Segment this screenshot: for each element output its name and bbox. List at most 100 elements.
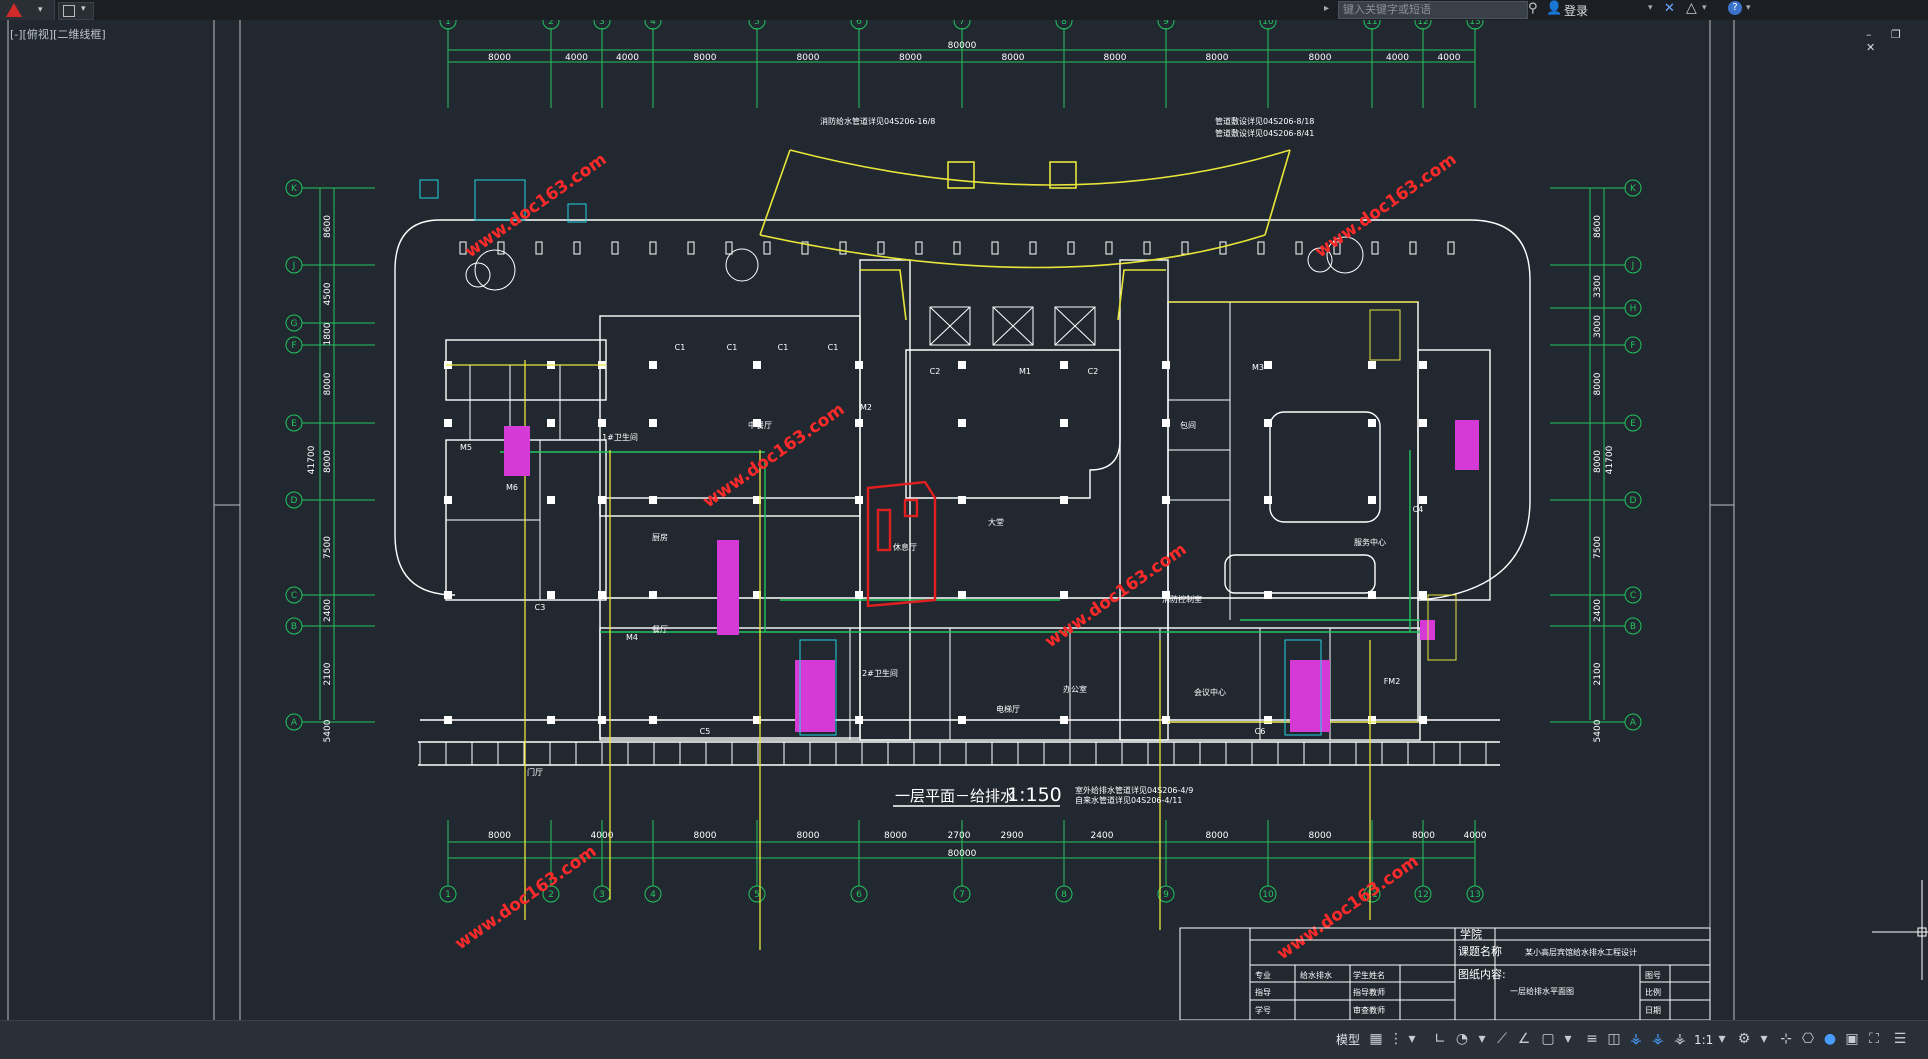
grid-bubble-right: D	[1624, 491, 1642, 509]
red-stair-element	[866, 480, 937, 608]
top-dimension: 4000	[1438, 53, 1461, 63]
model-space-toggle[interactable]: 模型	[1336, 1033, 1361, 1047]
structural-column	[753, 496, 761, 504]
door-label: C5	[700, 727, 711, 736]
drawing-window-controls[interactable]: – ❐ ✕	[1866, 28, 1909, 54]
annotation-scale-icon[interactable]: ⚶	[1674, 1031, 1686, 1047]
search-expand-icon[interactable]: ▸	[1324, 3, 1330, 14]
structural-column	[753, 716, 761, 724]
object-snap-icon[interactable]: ▢	[1541, 1031, 1555, 1047]
ortho-icon[interactable]: ∟	[1434, 1031, 1446, 1047]
structural-column	[1060, 716, 1068, 724]
right-total-dimension: 41700	[1605, 445, 1615, 474]
structural-column	[1060, 419, 1068, 427]
search-input[interactable]: 键入关键字或短语	[1338, 1, 1528, 19]
chevron-down-icon[interactable]: ▾	[1702, 3, 1707, 13]
exchange-apps-icon[interactable]: ✕	[1664, 1, 1675, 16]
grid-bubble-right: K	[1624, 179, 1642, 197]
top-dimension: 4000	[1386, 53, 1409, 63]
left-dimension: 8600	[323, 215, 333, 238]
structural-column	[649, 591, 657, 599]
left-dimension: 5400	[323, 719, 333, 742]
grid-label-left: C	[291, 591, 297, 601]
chevron-down-icon[interactable]: ▾	[1760, 1031, 1768, 1047]
structural-column	[444, 716, 452, 724]
right-dimension: 7500	[1593, 536, 1603, 559]
door-label: M2	[860, 403, 872, 412]
bottom-dimension: 4000	[1464, 831, 1487, 841]
building-walls	[394, 219, 1531, 766]
grid-label-right: C	[1630, 591, 1636, 601]
grid-label-top: 13	[1469, 20, 1480, 27]
structural-column	[547, 496, 555, 504]
application-menu-button[interactable]: ▾	[0, 0, 55, 20]
door-label: M1	[1019, 367, 1031, 376]
chevron-down-icon: ▾	[81, 4, 86, 14]
autodesk-360-icon[interactable]: △	[1686, 0, 1697, 16]
grid-label-bottom: 3	[599, 890, 605, 900]
transparency-icon[interactable]: ◫	[1607, 1031, 1621, 1047]
structural-column	[958, 419, 966, 427]
units-icon[interactable]: ⎔	[1801, 1031, 1815, 1047]
grid-label-right: J	[1631, 261, 1635, 271]
structural-column	[1419, 361, 1427, 369]
grid-label-top: 9	[1163, 20, 1169, 27]
workspace-icon	[63, 5, 75, 17]
binoculars-search-icon[interactable]: ⚲	[1528, 1, 1538, 16]
polar-icon[interactable]: ◔	[1455, 1031, 1469, 1047]
note-bottom-1: 自来水管道详见04S206-4/11	[1075, 795, 1182, 805]
chevron-down-icon[interactable]: ▾	[1564, 1031, 1572, 1047]
note-bottom-0: 室外给排水管道详见04S206-4/9	[1075, 785, 1193, 795]
lineweight-icon[interactable]: ≡	[1586, 1031, 1598, 1047]
isolate-objects-icon[interactable]: ●	[1823, 1031, 1837, 1047]
structural-column	[444, 591, 452, 599]
grid-bubble-bottom: 1	[439, 885, 457, 903]
water-supply-pipes	[500, 450, 1420, 633]
chevron-down-icon[interactable]: ▾	[1478, 1031, 1486, 1047]
chevron-down-icon[interactable]: ▾	[1746, 3, 1751, 13]
chevron-down-icon[interactable]: ▾	[1648, 3, 1653, 13]
grid-label-left: E	[291, 419, 297, 429]
left-dimension: 8000	[323, 372, 333, 395]
isodraft-icon[interactable]: ⟋	[1497, 1031, 1507, 1047]
structural-column	[958, 591, 966, 599]
structural-column	[958, 361, 966, 369]
help-icon[interactable]: ?	[1728, 1, 1742, 15]
osnap-tracking-icon[interactable]: ∠	[1517, 1031, 1531, 1047]
login-button[interactable]: 登录	[1564, 4, 1589, 18]
right-dimension: 8600	[1593, 215, 1603, 238]
top-dimension: 8000	[694, 53, 717, 63]
annotation-visibility-icon[interactable]: ⚶	[1630, 1031, 1642, 1047]
customization-menu-icon[interactable]: ☰	[1893, 1031, 1907, 1047]
door-label: M5	[460, 443, 472, 452]
structural-column	[547, 591, 555, 599]
grid-label-bottom: 8	[1061, 890, 1067, 900]
clean-screen-icon[interactable]: ⛶	[1869, 1031, 1879, 1047]
snap-icon[interactable]: ⋮	[1389, 1031, 1403, 1047]
grid-label-bottom: 1	[445, 890, 451, 900]
structural-column	[753, 361, 761, 369]
bottom-dimension: 2400	[1091, 831, 1114, 841]
bottom-dimension: 8000	[1412, 831, 1435, 841]
chevron-down-icon[interactable]: ▾	[1408, 1031, 1416, 1047]
grid-bubble-right: H	[1624, 299, 1642, 317]
auto-scale-icon[interactable]: ⚶	[1652, 1031, 1664, 1047]
annotation-scale-value[interactable]: 1:1	[1694, 1033, 1714, 1047]
chevron-down-icon[interactable]: ▾	[1718, 1031, 1726, 1047]
title-block-number-label: 学号	[1255, 1005, 1271, 1015]
quick-access-toolbar[interactable]: ▾	[58, 2, 94, 20]
grid-icon[interactable]: ▦	[1369, 1031, 1383, 1047]
grid-label-right: K	[1630, 184, 1637, 194]
room-label: 中餐厅	[748, 420, 772, 430]
workspace-gear-icon[interactable]: ⚙	[1737, 1031, 1751, 1047]
structural-column	[1162, 361, 1170, 369]
annotation-monitor-icon[interactable]: ⊹	[1780, 1031, 1792, 1047]
grid-bubble-left: B	[285, 617, 303, 635]
room-label: 包间	[1180, 420, 1196, 430]
structural-column	[1419, 591, 1427, 599]
viewport-controls-label[interactable]: [-][俯视][二维线框]	[10, 28, 106, 41]
hardware-acceleration-icon[interactable]: ▣	[1845, 1031, 1859, 1047]
title-block-tutor-label: 指导教师	[1353, 987, 1385, 997]
